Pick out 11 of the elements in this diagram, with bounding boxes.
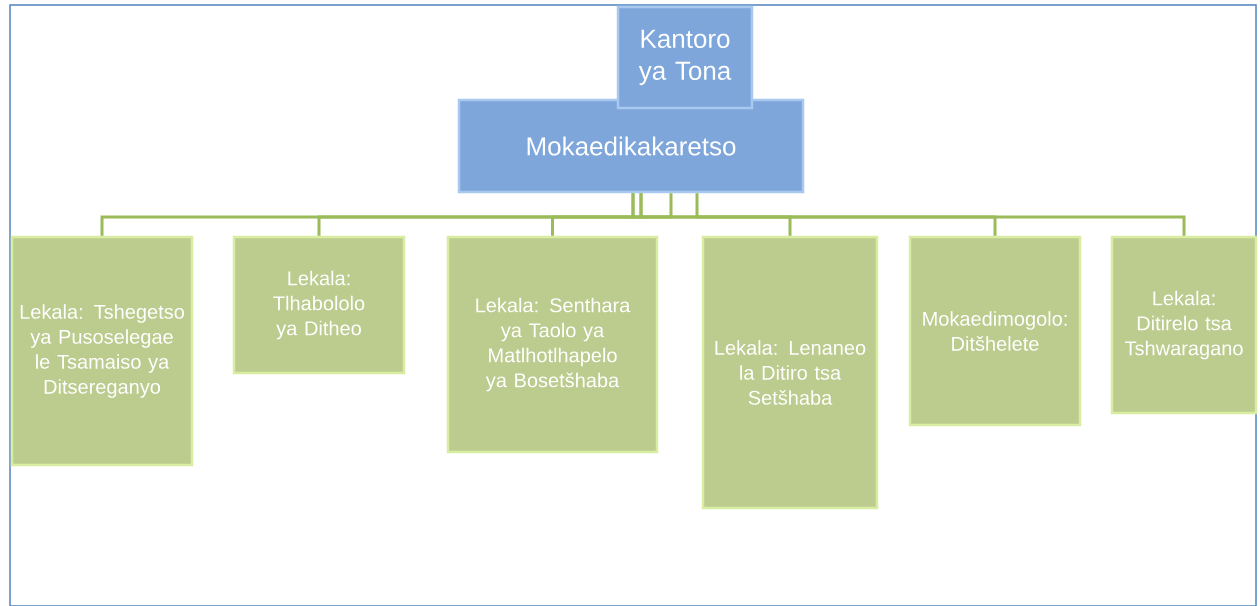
org-box: Kantoro ya Tona	[616, 5, 754, 110]
org-box: Lekala: Lenaneo la Ditiro tsa Setšhaba	[701, 235, 879, 510]
org-box: Lekala: Senthara ya Taolo ya Matlhotlhapelo ya Bosetšhaba	[446, 235, 659, 454]
org-box: Lekala: Tshegetso ya Pusoselegae le Tsamaiso ya Ditsereganyo	[10, 235, 194, 467]
connector-line	[631, 193, 997, 236]
connector-line	[639, 193, 1186, 236]
org-box: Lekala: Tlhabololo ya Ditheo	[232, 235, 406, 375]
org-box: Mokaedimogolo: Ditšhelete	[908, 235, 1082, 427]
org-box: Lekala: Ditirelo tsa Tshwaragano	[1110, 235, 1258, 415]
connector-line	[695, 193, 792, 236]
connector-line	[551, 193, 673, 236]
